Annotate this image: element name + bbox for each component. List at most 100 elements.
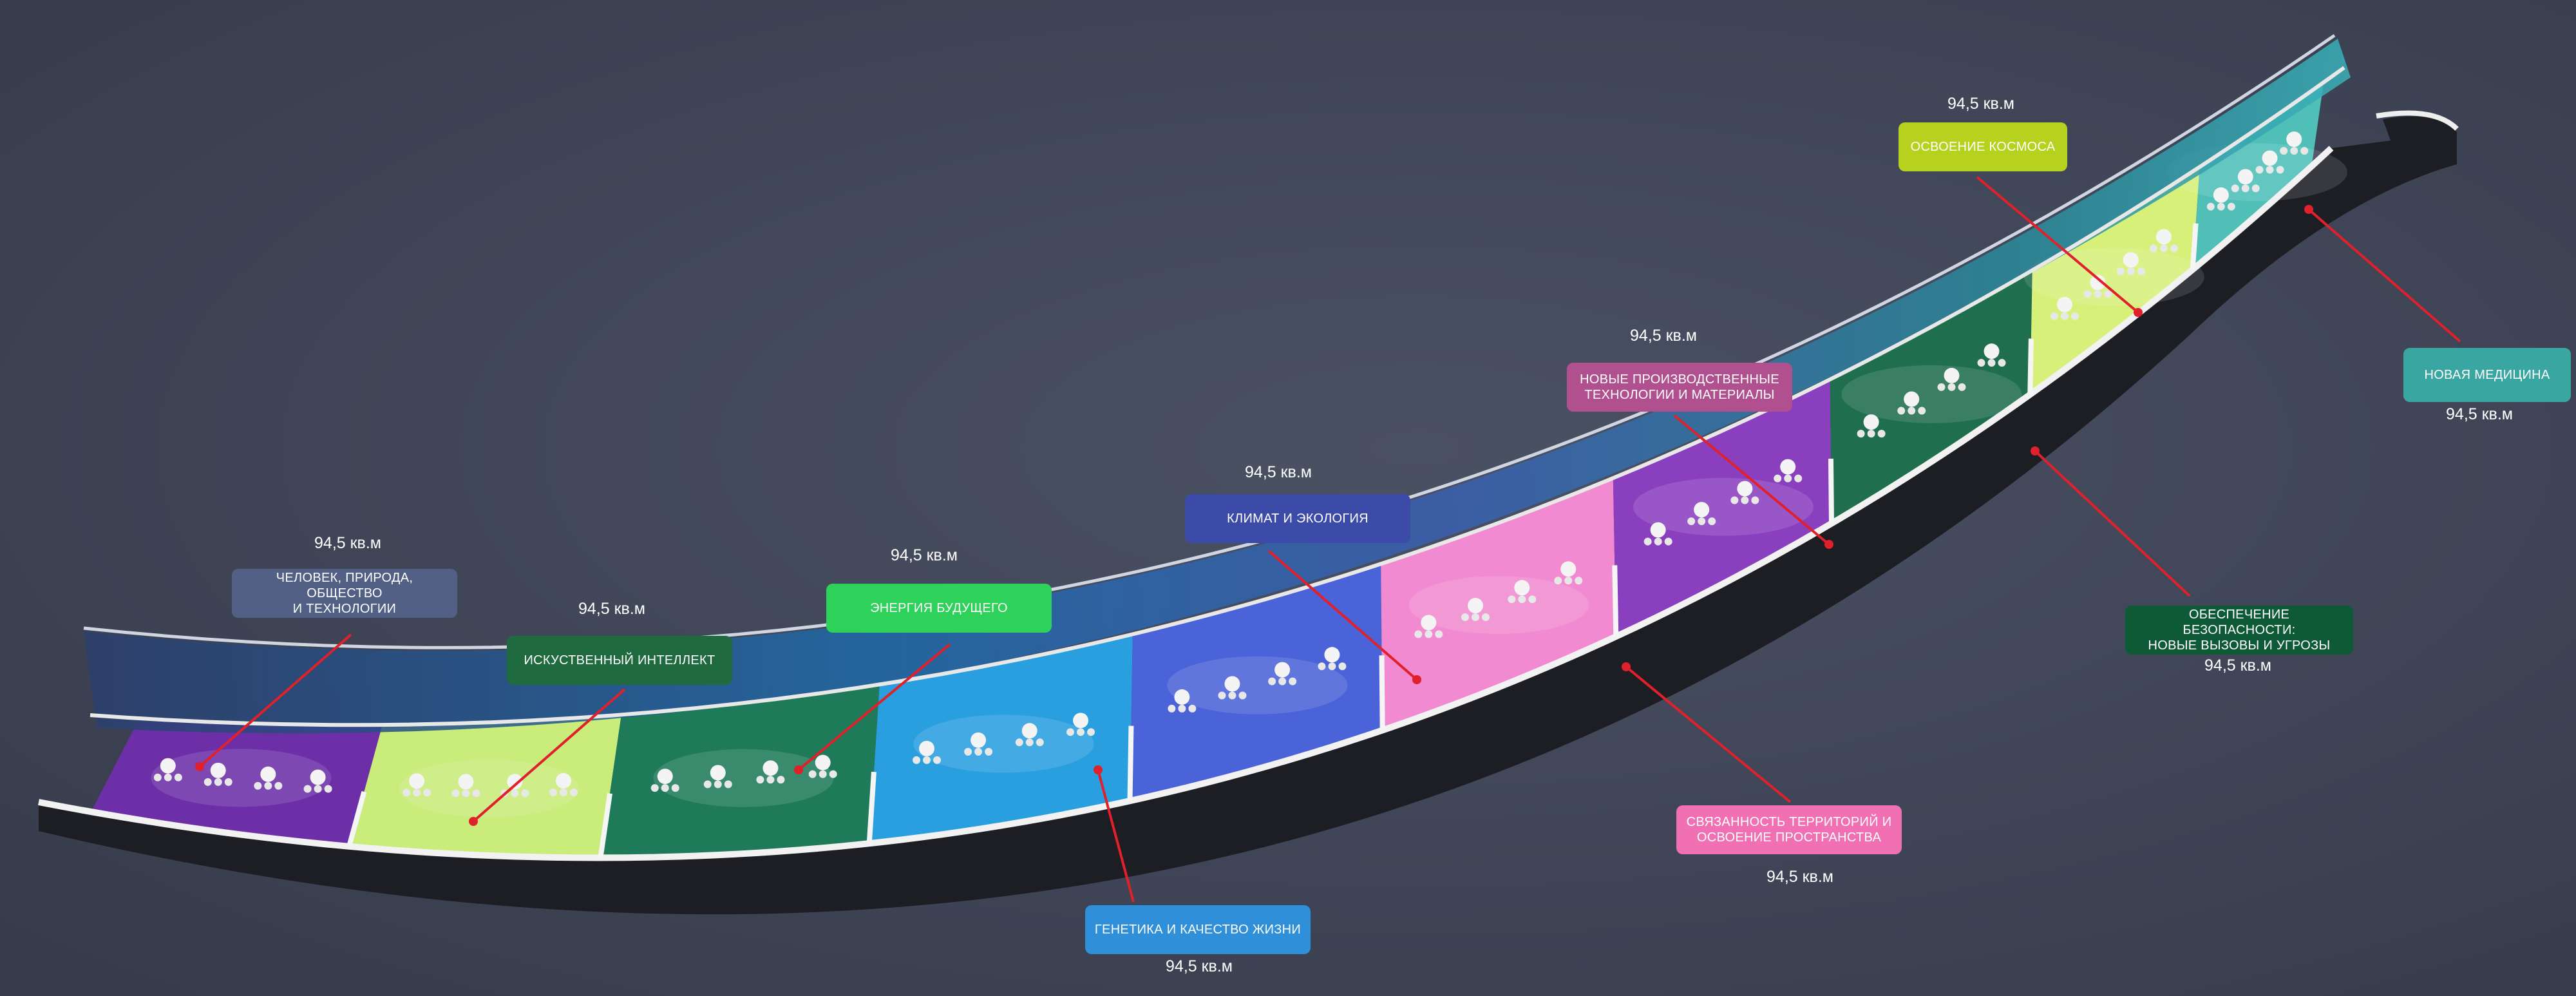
pointer-end-climate bbox=[1412, 675, 1421, 684]
chair-security-1-2 bbox=[1918, 407, 1926, 415]
chair-space-0-2 bbox=[2070, 312, 2079, 320]
chair-medicine-2-1 bbox=[2266, 166, 2274, 174]
chair-medicine-1-1 bbox=[2241, 184, 2249, 193]
floor-zone-space bbox=[2030, 167, 2200, 395]
chair-energy-2-1 bbox=[766, 776, 775, 784]
table-production-2 bbox=[1737, 481, 1753, 497]
chair-security-0-2 bbox=[1877, 430, 1886, 438]
pointer-line-space bbox=[1976, 176, 2139, 314]
partition-3 bbox=[1127, 725, 1134, 801]
partition-0 bbox=[346, 790, 367, 847]
chair-climate-2-1 bbox=[1278, 677, 1287, 685]
chair-human-1-1 bbox=[214, 778, 222, 786]
chair-genetics-2-1 bbox=[1025, 738, 1034, 747]
table-energy-0 bbox=[657, 769, 673, 785]
area-human: 94,5 кв.м bbox=[314, 534, 381, 552]
table-space-3 bbox=[2155, 229, 2172, 245]
chair-space-2-1 bbox=[2126, 267, 2135, 276]
floor-highlight-connectivity bbox=[1408, 575, 1589, 634]
table-medicine-0 bbox=[2213, 187, 2229, 203]
chair-energy-2-0 bbox=[756, 776, 764, 784]
pointer-end-production bbox=[1824, 540, 1833, 549]
pointer-end-energy bbox=[794, 765, 803, 774]
label-security: ОБЕСПЕЧЕНИЕ БЕЗОПАСНОСТИ: НОВЫЕ ВЫЗОВЫ И… bbox=[2125, 606, 2353, 655]
chair-production-3-0 bbox=[1774, 474, 1782, 483]
chair-climate-0-0 bbox=[1168, 704, 1176, 713]
label-energy: ЭНЕРГИЯ БУДУЩЕГО bbox=[826, 584, 1052, 633]
table-security-3 bbox=[1984, 343, 2000, 359]
chair-connectivity-1-0 bbox=[1461, 613, 1470, 622]
inner-wall-edge bbox=[90, 66, 2345, 727]
partition-2 bbox=[866, 771, 876, 844]
chair-production-3-1 bbox=[1784, 474, 1792, 483]
chair-climate-1-2 bbox=[1238, 691, 1247, 700]
chair-genetics-0-0 bbox=[913, 756, 921, 764]
pointer-line-ai bbox=[472, 688, 626, 823]
table-human-0 bbox=[160, 758, 176, 774]
table-genetics-2 bbox=[1021, 723, 1037, 739]
partition-8 bbox=[2190, 223, 2199, 270]
chair-production-1-0 bbox=[1687, 517, 1696, 526]
chair-genetics-2-2 bbox=[1036, 738, 1044, 747]
chair-production-0-2 bbox=[1664, 537, 1672, 546]
chair-medicine-3-1 bbox=[2290, 147, 2298, 155]
annex-wall bbox=[2383, 116, 2457, 164]
chair-security-0-0 bbox=[1857, 430, 1865, 438]
table-climate-2 bbox=[1274, 662, 1291, 678]
floor-zone-medicine bbox=[2192, 82, 2324, 270]
chair-connectivity-2-2 bbox=[1528, 595, 1537, 604]
chair-climate-2-0 bbox=[1268, 677, 1276, 685]
chair-security-2-1 bbox=[1947, 383, 1956, 391]
chair-climate-3-2 bbox=[1338, 662, 1347, 671]
chair-security-3-1 bbox=[1987, 359, 1996, 367]
floor-highlight-space bbox=[2023, 247, 2204, 306]
floor-zone-energy bbox=[600, 684, 880, 858]
table-security-1 bbox=[1904, 391, 1920, 407]
chair-connectivity-2-1 bbox=[1518, 595, 1526, 604]
chair-energy-3-1 bbox=[819, 770, 827, 778]
chair-human-0-0 bbox=[153, 773, 162, 781]
chair-space-2-0 bbox=[2116, 267, 2125, 276]
chair-security-1-1 bbox=[1908, 407, 1916, 415]
pointer-line-production bbox=[1673, 414, 1830, 546]
chair-connectivity-1-1 bbox=[1472, 613, 1480, 622]
area-production: 94,5 кв.м bbox=[1630, 327, 1697, 345]
annex-wall-top bbox=[2376, 110, 2459, 131]
floor-zone-production bbox=[1613, 379, 1832, 637]
chair-medicine-1-0 bbox=[2231, 184, 2239, 193]
area-genetics: 94,5 кв.м bbox=[1166, 957, 1233, 975]
chair-ai-2-2 bbox=[521, 789, 529, 798]
media-wall bbox=[84, 39, 2351, 734]
label-production: НОВЫЕ ПРОИЗВОДСТВЕННЫЕ ТЕХНОЛОГИИ И МАТЕ… bbox=[1567, 363, 1792, 412]
chair-energy-2-2 bbox=[777, 776, 785, 784]
table-climate-3 bbox=[1324, 647, 1340, 663]
table-production-3 bbox=[1780, 459, 1796, 475]
chair-medicine-2-0 bbox=[2255, 166, 2264, 174]
chair-human-2-2 bbox=[274, 781, 283, 790]
chair-climate-0-1 bbox=[1178, 704, 1186, 713]
area-energy: 94,5 кв.м bbox=[891, 546, 958, 564]
table-space-2 bbox=[2123, 252, 2139, 268]
pointer-end-genetics bbox=[1094, 765, 1103, 774]
label-ai: ИСКУСТВЕННЫЙ ИНТЕЛЛЕКТ bbox=[507, 636, 732, 685]
table-genetics-3 bbox=[1073, 713, 1089, 729]
partitions bbox=[346, 223, 2199, 859]
area-security: 94,5 кв.м bbox=[2204, 656, 2271, 675]
floor-highlight-security bbox=[1841, 365, 2022, 423]
table-space-1 bbox=[2090, 274, 2106, 291]
chair-human-3-2 bbox=[324, 785, 332, 793]
chair-medicine-1-2 bbox=[2251, 184, 2260, 193]
floor-highlight-genetics bbox=[913, 714, 1094, 773]
pointer-line-connectivity bbox=[1625, 666, 1792, 803]
chair-production-3-2 bbox=[1794, 474, 1803, 483]
pointer-line-genetics bbox=[1097, 769, 1135, 903]
chair-genetics-2-0 bbox=[1015, 738, 1023, 747]
chair-connectivity-0-1 bbox=[1425, 630, 1433, 638]
table-connectivity-2 bbox=[1514, 580, 1530, 596]
chair-genetics-0-2 bbox=[933, 756, 942, 764]
table-connectivity-3 bbox=[1560, 561, 1577, 577]
chair-medicine-3-2 bbox=[2300, 147, 2309, 155]
partition-7 bbox=[2027, 338, 2034, 395]
pointer-line-climate bbox=[1267, 550, 1418, 681]
chair-security-3-0 bbox=[1977, 359, 1985, 367]
